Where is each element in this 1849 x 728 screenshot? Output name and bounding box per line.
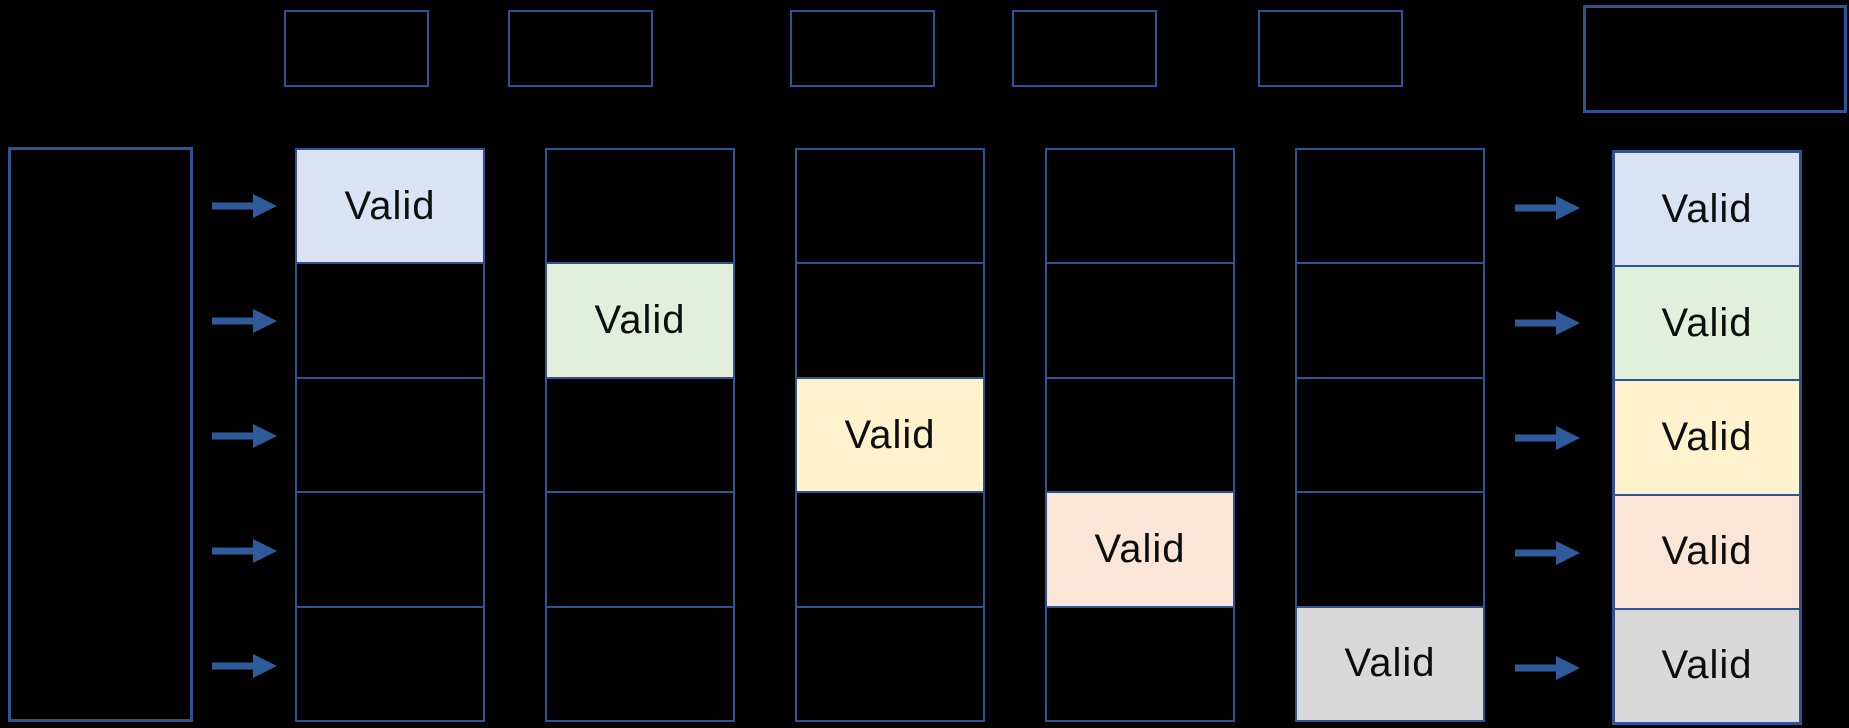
cell-column-1-row-5 [297,605,483,720]
arrow-right-icon-summary-row-5 [1514,654,1580,682]
cell-column-4-row-1 [1047,150,1233,262]
cell-column-5-row-3 [1297,376,1483,491]
summary-valid-cell-5: Valid [1615,607,1799,723]
cell-column-5-row-2 [1297,262,1483,376]
cell-column-1-row-4 [297,491,483,605]
cell-column-3-row-5 [797,605,983,720]
arrow-right-icon-summary-row-2 [1514,309,1580,337]
cell-column-3-row-4 [797,491,983,605]
header-box-1 [284,10,429,87]
valid-cell-column-1: Valid [297,150,483,263]
cell-column-2-row-3 [547,376,733,491]
arrow-right-icon-summary-row-3 [1514,424,1580,452]
cell-column-3-row-2 [797,262,983,376]
header-box-4 [1012,10,1157,87]
arrow-right-icon-left-row-3 [211,422,277,450]
cell-column-4-row-3 [1047,376,1233,491]
summary-valid-cell-3: Valid [1615,379,1799,494]
arrow-right-icon-left-row-4 [211,537,277,565]
cell-column-1-row-2 [297,262,483,376]
cell-column-2-row-5 [547,605,733,720]
summary-valid-cell-2: Valid [1615,265,1799,380]
header-box-2 [508,10,653,87]
valid-cell-column-5: Valid [1297,605,1483,721]
arrow-right-icon-summary-row-4 [1514,539,1580,567]
summary-valid-cell-1: Valid [1615,153,1799,266]
cell-column-5-row-1 [1297,150,1483,262]
summary-valid-cell-4: Valid [1615,493,1799,608]
cell-column-1-row-3 [297,376,483,491]
column-5: Valid [1295,148,1485,722]
column-3: Valid [795,148,985,722]
valid-cell-column-2: Valid [547,262,733,377]
arrow-right-icon-left-row-2 [211,307,277,335]
valid-cell-column-4: Valid [1047,491,1233,606]
cell-column-5-row-4 [1297,491,1483,605]
cell-column-2-row-4 [547,491,733,605]
cell-column-3-row-1 [797,150,983,262]
source-box [8,147,193,722]
header-box-3 [790,10,935,87]
arrow-right-icon-left-row-1 [211,192,277,220]
header-box-5 [1258,10,1403,87]
column-2: Valid [545,148,735,722]
column-4: Valid [1045,148,1235,722]
summary-header-box [1583,5,1847,113]
column-1: Valid [295,148,485,722]
valid-cell-column-3: Valid [797,376,983,492]
cell-column-4-row-5 [1047,605,1233,720]
cell-column-4-row-2 [1047,262,1233,376]
cell-column-2-row-1 [547,150,733,262]
arrow-right-icon-summary-row-1 [1514,194,1580,222]
arrow-right-icon-left-row-5 [211,652,277,680]
